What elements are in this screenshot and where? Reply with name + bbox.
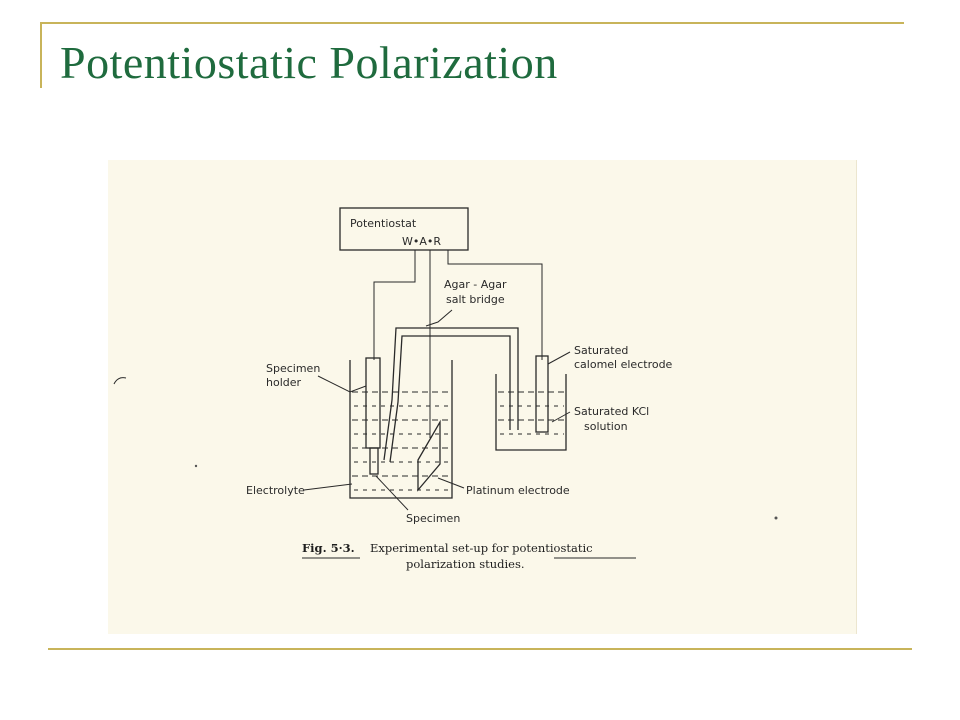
- label-salt-bridge-2: salt bridge: [446, 293, 505, 306]
- main-cell-beaker: [349, 360, 453, 499]
- scanned-figure: Potentiostat W•A•R: [108, 160, 857, 634]
- scan-speck: [194, 464, 198, 468]
- label-specimen-holder-2: holder: [266, 376, 302, 389]
- platinum-electrode: [417, 419, 441, 492]
- label-specimen-holder-1: Specimen: [266, 362, 320, 375]
- setup-diagram: Potentiostat W•A•R: [113, 207, 778, 571]
- wire-reference: [447, 250, 543, 360]
- scan-mark: [113, 377, 127, 385]
- leader-specimen: [375, 475, 409, 511]
- leader-calomel: [547, 351, 571, 365]
- terminal-labels: W•A•R: [402, 235, 441, 248]
- label-salt-bridge-1: Agar - Agar: [444, 278, 507, 291]
- potentiostat-box: [339, 207, 469, 251]
- slide-frame-left: [40, 22, 42, 88]
- slide-frame-top: [40, 22, 904, 24]
- scan-speck: [774, 516, 778, 520]
- calomel-cell-beaker: [495, 374, 567, 451]
- slide-title: Potentiostatic Polarization: [60, 37, 558, 88]
- wire-working: [373, 250, 416, 360]
- label-calomel-1: Saturated: [574, 344, 628, 357]
- calomel-electrode: [535, 355, 549, 433]
- label-electrolyte: Electrolyte: [246, 484, 305, 497]
- caption-line-1: Experimental set-up for potentiostatic: [370, 541, 593, 555]
- leader-platinum: [437, 477, 465, 489]
- slide-frame-bottom: [48, 648, 912, 650]
- kcl-solution: [498, 391, 564, 435]
- leader-electrolyte: [303, 483, 353, 491]
- label-specimen: Specimen: [406, 512, 460, 525]
- salt-bridge-inner: [389, 335, 511, 463]
- specimen: [369, 447, 379, 475]
- leader-kcl: [551, 411, 571, 423]
- label-calomel-2: calomel electrode: [574, 358, 673, 371]
- potentiostat-label: Potentiostat: [350, 217, 417, 230]
- label-kcl-2: solution: [584, 420, 628, 433]
- label-kcl-1: Saturated KCl: [574, 405, 649, 418]
- leader-specimen-holder: [317, 375, 367, 393]
- caption-line-2: polarization studies.: [406, 557, 525, 571]
- electrolyte-solution: [352, 391, 450, 491]
- leader-salt-bridge: [425, 309, 453, 327]
- caption-fig-number: Fig. 5·3.: [302, 541, 355, 555]
- salt-bridge-outer: [383, 327, 519, 461]
- label-platinum: Platinum electrode: [466, 484, 570, 497]
